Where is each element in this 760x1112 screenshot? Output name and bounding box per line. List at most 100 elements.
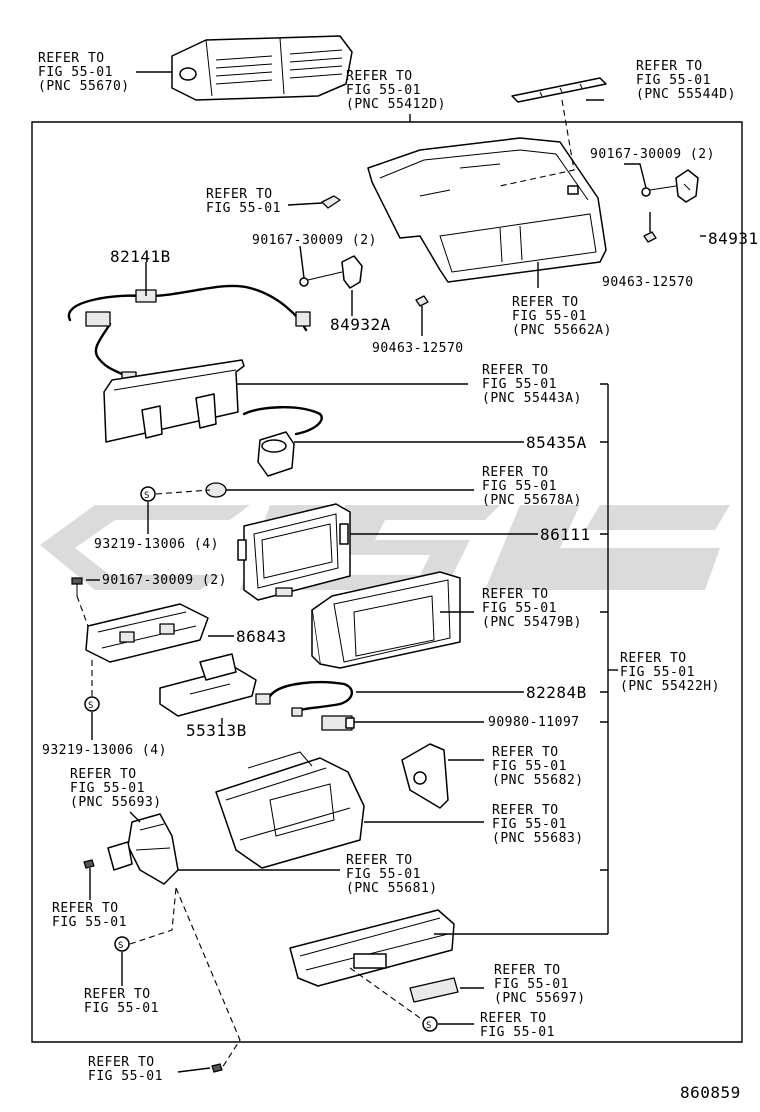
svg-text:REFER TO: REFER TO (84, 987, 151, 1002)
label-door-ref: REFER TO FIG 55-01 (PNC 55681) (346, 853, 438, 896)
svg-text:(PNC 55681): (PNC 55681) (346, 881, 438, 896)
clip-symbol-top: S (140, 486, 156, 502)
label-undercover-ref: REFER TO FIG 55-01 (PNC 55697) (494, 963, 586, 1006)
svg-text:FIG 55-01: FIG 55-01 (346, 83, 421, 98)
svg-text:(PNC 55422H): (PNC 55422H) (620, 679, 720, 694)
svg-text:(PNC 55479B): (PNC 55479B) (482, 615, 582, 630)
svg-text:(PNC 55697): (PNC 55697) (494, 991, 586, 1006)
svg-text:S: S (144, 491, 150, 501)
bracket-55313b (159, 653, 257, 717)
svg-text:FIG 55-01: FIG 55-01 (492, 759, 567, 774)
svg-text:(PNC 55693): (PNC 55693) (70, 795, 162, 810)
small-clip (321, 195, 341, 209)
svg-text:(PNC 55662A): (PNC 55662A) (512, 323, 612, 338)
svg-text:REFER TO: REFER TO (346, 69, 413, 84)
svg-text:REFER TO: REFER TO (482, 587, 549, 602)
diagram-id: 860859 (680, 1083, 741, 1102)
label-part-85435a: 85435A (526, 433, 587, 452)
svg-text:REFER TO: REFER TO (346, 853, 413, 868)
label-part-84931e: 84931E (708, 229, 760, 248)
label-nut-center: 90463-12570 (372, 341, 464, 356)
label-clip-ref: REFER TO FIG 55-01 (206, 187, 281, 216)
bracket-84932a (299, 255, 429, 307)
svg-text:FIG 55-01: FIG 55-01 (492, 817, 567, 832)
label-part-82284b: 82284B (526, 683, 587, 702)
svg-text:REFER TO: REFER TO (206, 187, 273, 202)
display-box (311, 571, 461, 669)
label-part-55313b: 55313B (186, 721, 247, 740)
svg-text:S: S (426, 1021, 432, 1031)
svg-text:REFER TO: REFER TO (482, 465, 549, 480)
svg-text:FIG 55-01: FIG 55-01 (480, 1025, 555, 1040)
label-box-ref: REFER TO FIG 55-01 (PNC 55479B) (482, 587, 582, 630)
label-grommet-ref: REFER TO FIG 55-01 (PNC 55678A) (482, 465, 582, 508)
bolt-bottom (211, 1063, 223, 1073)
label-part-86843: 86843 (236, 627, 287, 646)
label-screw-left: 90167-30009 (2) (102, 573, 227, 588)
svg-text:REFER TO: REFER TO (52, 901, 119, 916)
center-vent (171, 35, 353, 101)
leader-lines (76, 71, 706, 1073)
svg-text:FIG 55-01: FIG 55-01 (206, 201, 281, 216)
svg-text:FIG 55-01: FIG 55-01 (512, 309, 587, 324)
svg-text:S: S (118, 941, 124, 951)
svg-text:FIG 55-01: FIG 55-01 (620, 665, 695, 680)
label-bolt-ref-bottom: REFER TO FIG 55-01 (88, 1055, 163, 1084)
svg-text:FIG 55-01: FIG 55-01 (636, 73, 711, 88)
svg-text:REFER TO: REFER TO (494, 963, 561, 978)
svg-text:FIG 55-01: FIG 55-01 (38, 65, 113, 80)
svg-text:FIG 55-01: FIG 55-01 (88, 1069, 163, 1084)
label-top-panel-ref: REFER TO FIG 55-01 (PNC 55544D) (636, 59, 736, 102)
lower-panel (103, 359, 245, 443)
svg-text:(PNC 55678A): (PNC 55678A) (482, 493, 582, 508)
svg-text:REFER TO: REFER TO (38, 51, 105, 66)
label-glove-ref: REFER TO FIG 55-01 (PNC 55683) (492, 803, 584, 846)
svg-text:(PNC 55412D): (PNC 55412D) (346, 97, 446, 112)
svg-text:FIG 55-01: FIG 55-01 (482, 479, 557, 494)
svg-text:(PNC 55683): (PNC 55683) (492, 831, 584, 846)
label-clip-ref-bottom: REFER TO FIG 55-01 (480, 1011, 555, 1040)
sensor-85435a (242, 406, 323, 477)
svg-text:REFER TO: REFER TO (88, 1055, 155, 1070)
svg-text:FIG 55-01: FIG 55-01 (84, 1001, 159, 1016)
svg-text:REFER TO: REFER TO (482, 363, 549, 378)
svg-text:FIG 55-01: FIG 55-01 (52, 915, 127, 930)
clip-symbol-bottom: S (422, 1016, 438, 1032)
display-86111 (237, 503, 351, 601)
label-part-82141b: 82141B (110, 247, 171, 266)
top-thin-panel (511, 77, 607, 103)
svg-text:FIG 55-01: FIG 55-01 (494, 977, 569, 992)
label-screw-right: 90167-30009 (2) (590, 147, 715, 162)
svg-text:FIG 55-01: FIG 55-01 (346, 867, 421, 882)
svg-text:REFER TO: REFER TO (620, 651, 687, 666)
connector-90980 (321, 715, 355, 731)
svg-text:(PNC 55682): (PNC 55682) (492, 773, 584, 788)
label-main-ref: REFER TO FIG 55-01 (PNC 55422H) (620, 651, 720, 694)
svg-text:REFER TO: REFER TO (636, 59, 703, 74)
label-cover-ref: REFER TO FIG 55-01 (PNC 55682) (492, 745, 584, 788)
label-side-ref: REFER TO FIG 55-01 (PNC 55693) (70, 767, 162, 810)
label-screw-center: 90167-30009 (2) (252, 233, 377, 248)
label-part-90980: 90980-11097 (488, 715, 580, 730)
cable-82284b (255, 680, 353, 717)
cover-55682 (401, 743, 449, 809)
clip-symbol-mid: S (84, 696, 100, 712)
cluster-bezel (367, 137, 607, 283)
label-vent-ref: REFER TO FIG 55-01 (PNC 55670) (38, 51, 129, 94)
label-part-86111: 86111 (540, 525, 591, 544)
label-clip-93219-top: 93219-13006 (4) (94, 537, 219, 552)
side-panel (83, 813, 179, 885)
label-bezel-ref: REFER TO FIG 55-01 (PNC 55662A) (512, 295, 612, 338)
svg-text:REFER TO: REFER TO (512, 295, 579, 310)
label-part-84932a: 84932A (330, 315, 391, 334)
undercover (289, 909, 459, 1003)
svg-text:REFER TO: REFER TO (492, 745, 559, 760)
glove-box (215, 751, 365, 869)
svg-text:(PNC 55544D): (PNC 55544D) (636, 87, 736, 102)
label-clip-ref-left: REFER TO FIG 55-01 (84, 987, 159, 1016)
svg-text:REFER TO: REFER TO (70, 767, 137, 782)
assembly-frame (31, 121, 743, 1043)
label-bolt-ref-left: REFER TO FIG 55-01 (52, 901, 127, 930)
label-cluster-panel-ref: REFER TO FIG 55-01 (PNC 55412D) (346, 69, 446, 112)
